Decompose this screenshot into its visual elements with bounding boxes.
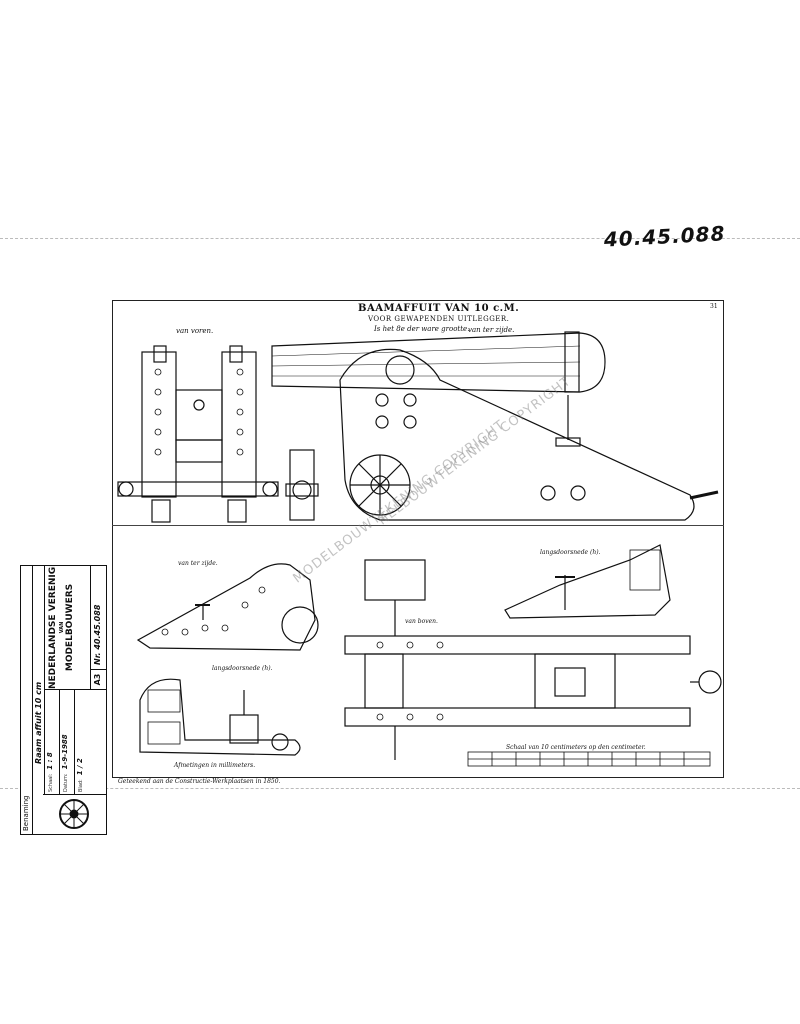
association-name-line1: NEDERLANDSE VERENIGING <box>48 566 58 689</box>
scan-fold-line-top <box>0 238 800 239</box>
meta-date-value: 1-9-1988 <box>61 734 69 770</box>
section-1-drawing <box>504 544 671 619</box>
plate-note: Is het 8e der ware grootte. <box>374 325 470 333</box>
drawing-plate <box>112 300 724 778</box>
association-name-line2: MODELBOUWERS <box>65 583 75 672</box>
title-block-name: Raam affuit 10 cm <box>33 566 45 794</box>
scan-fold-line-bottom <box>0 788 800 789</box>
drawing-number-label: Nr. <box>93 652 102 665</box>
association-name: NEDERLANDSE VERENIGING VAN MODELBOUWERS <box>45 566 91 689</box>
dimensions-note: Afmetingen in millimeters. <box>174 762 256 769</box>
view-label-section-2: langsdoorsnede (h). <box>212 665 273 672</box>
scale-bar <box>467 751 711 767</box>
side-view-2-drawing <box>136 563 319 651</box>
drawing-number: Nr. 40.45.088 <box>91 566 106 669</box>
meta-sheet-value: 1 / 2 <box>76 758 84 776</box>
scale-label: Schaal van 10 centimeters op den centime… <box>506 744 646 751</box>
plate-page-number: 31 <box>710 303 718 310</box>
meta-sheet-label: Blad: <box>78 779 84 792</box>
section-2-drawing <box>139 678 301 756</box>
plate-title: BAAMAFFUIT VAN 10 c.M. <box>358 303 520 314</box>
wheel-logo-icon <box>59 799 89 829</box>
side-view-drawing <box>271 331 719 521</box>
meta-scale-value: 1 : 8 <box>46 752 54 770</box>
meta-date-label: Datum: <box>63 773 69 792</box>
meta-row-date: Datum: 1-9-1988 <box>60 689 75 794</box>
title-block: Benaming Raam affuit 10 cm Schaal: 1 : 8 … <box>20 565 107 835</box>
title-block-benaming-label: Benaming <box>21 566 33 834</box>
plate-subtitle: VOOR GEWAPENDEN UITLEGGER. <box>368 315 510 323</box>
view-label-section-1: langsdoorsnede (h). <box>540 549 601 556</box>
meta-scale-label: Schaal: <box>48 773 54 792</box>
paper-format: A3 <box>91 669 106 689</box>
plate-footer: Geteekend aan de Constructie-Werkplaatse… <box>118 778 281 785</box>
title-block-meta: Schaal: 1 : 8 Datum: 1-9-1988 Blad: 1 / 2 <box>45 689 106 794</box>
drawing-number-value: 40.45.088 <box>93 604 102 650</box>
view-label-front: van voren. <box>176 327 214 335</box>
view-label-top: van boven. <box>405 618 438 625</box>
meta-row-sheet: Blad: 1 / 2 <box>75 689 90 794</box>
plate-divider <box>112 525 724 526</box>
association-logo <box>43 794 106 834</box>
meta-row-scale: Schaal: 1 : 8 <box>45 689 60 794</box>
view-label-side: van ter zijde. <box>468 326 515 334</box>
top-view-drawing <box>344 559 722 760</box>
view-label-side-2: van ter zijde. <box>178 560 218 567</box>
front-view-drawing <box>117 345 319 523</box>
